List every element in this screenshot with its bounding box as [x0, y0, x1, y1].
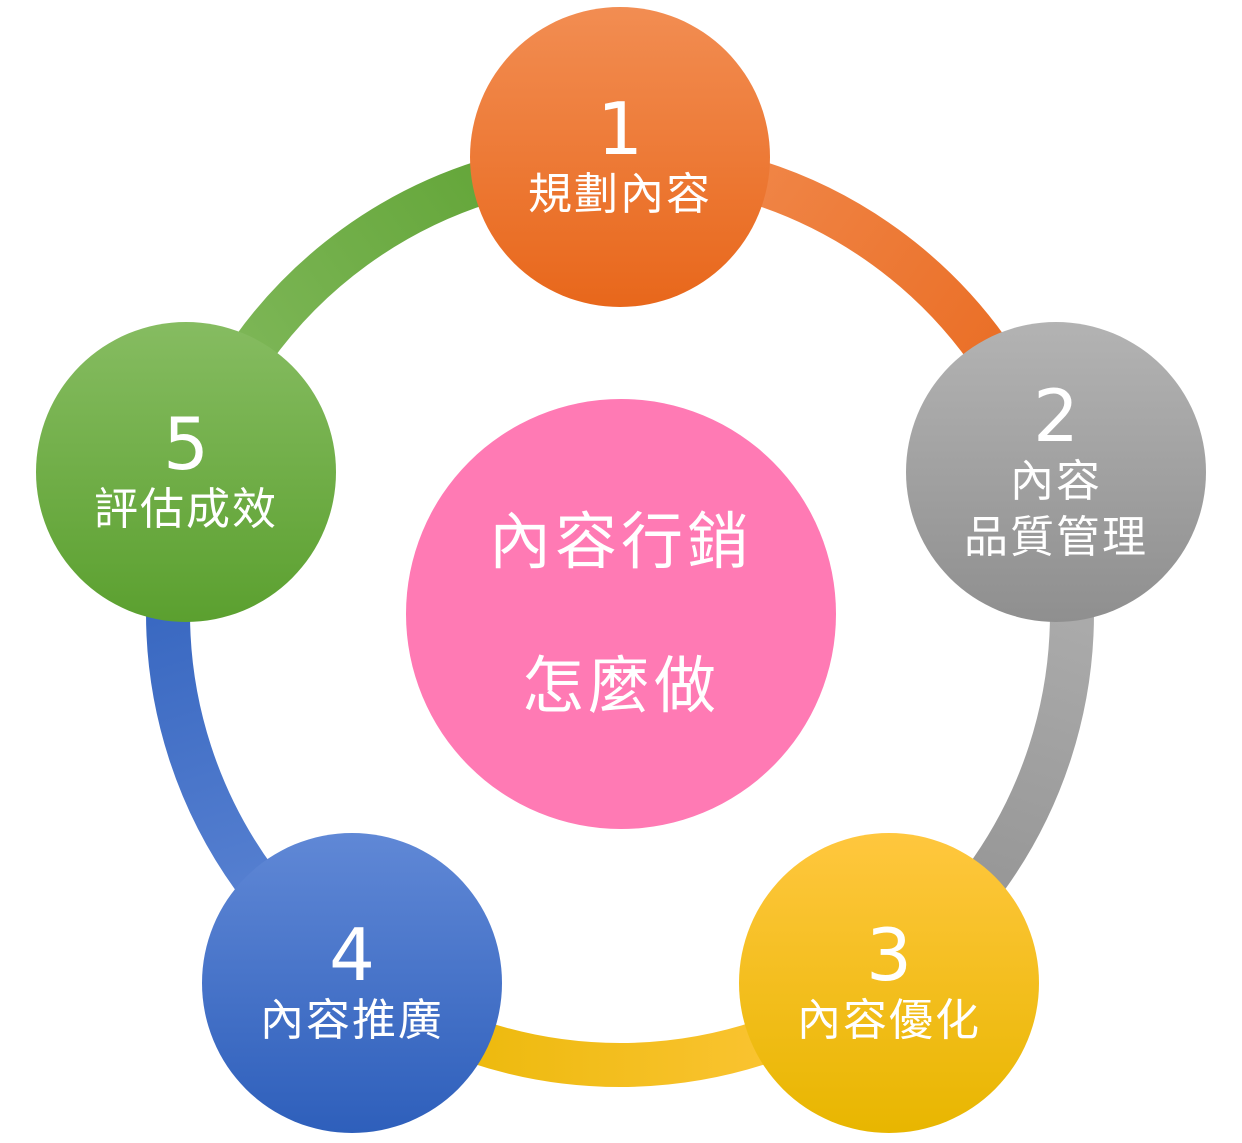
- center-title-line2: 怎麼做: [521, 649, 720, 722]
- step-label: 內容: [1010, 456, 1102, 507]
- step-number: 4: [329, 913, 375, 997]
- step-number: 2: [1033, 374, 1079, 458]
- center-title-line1: 內容行銷: [488, 505, 753, 578]
- step-number: 3: [866, 913, 912, 997]
- step-number: 5: [163, 402, 209, 486]
- step-label: 規劃內容: [528, 169, 712, 220]
- step-label: 內容推廣: [260, 995, 444, 1046]
- step-3-optimize-content: 3 內容優化: [739, 833, 1039, 1133]
- step-1-plan-content: 1 規劃內容: [470, 7, 770, 307]
- step-label: 內容優化: [797, 995, 981, 1046]
- step-2-quality-management: 2 內容 品質管理: [906, 322, 1206, 622]
- step-number: 1: [597, 87, 643, 171]
- step-label-line2: 品質管理: [964, 512, 1148, 563]
- step-4-promote-content: 4 內容推廣: [202, 833, 502, 1133]
- center-circle: 內容行銷 怎麼做: [406, 399, 836, 829]
- step-label: 評估成效: [94, 484, 278, 535]
- step-5-evaluate-results: 5 評估成效: [36, 322, 336, 622]
